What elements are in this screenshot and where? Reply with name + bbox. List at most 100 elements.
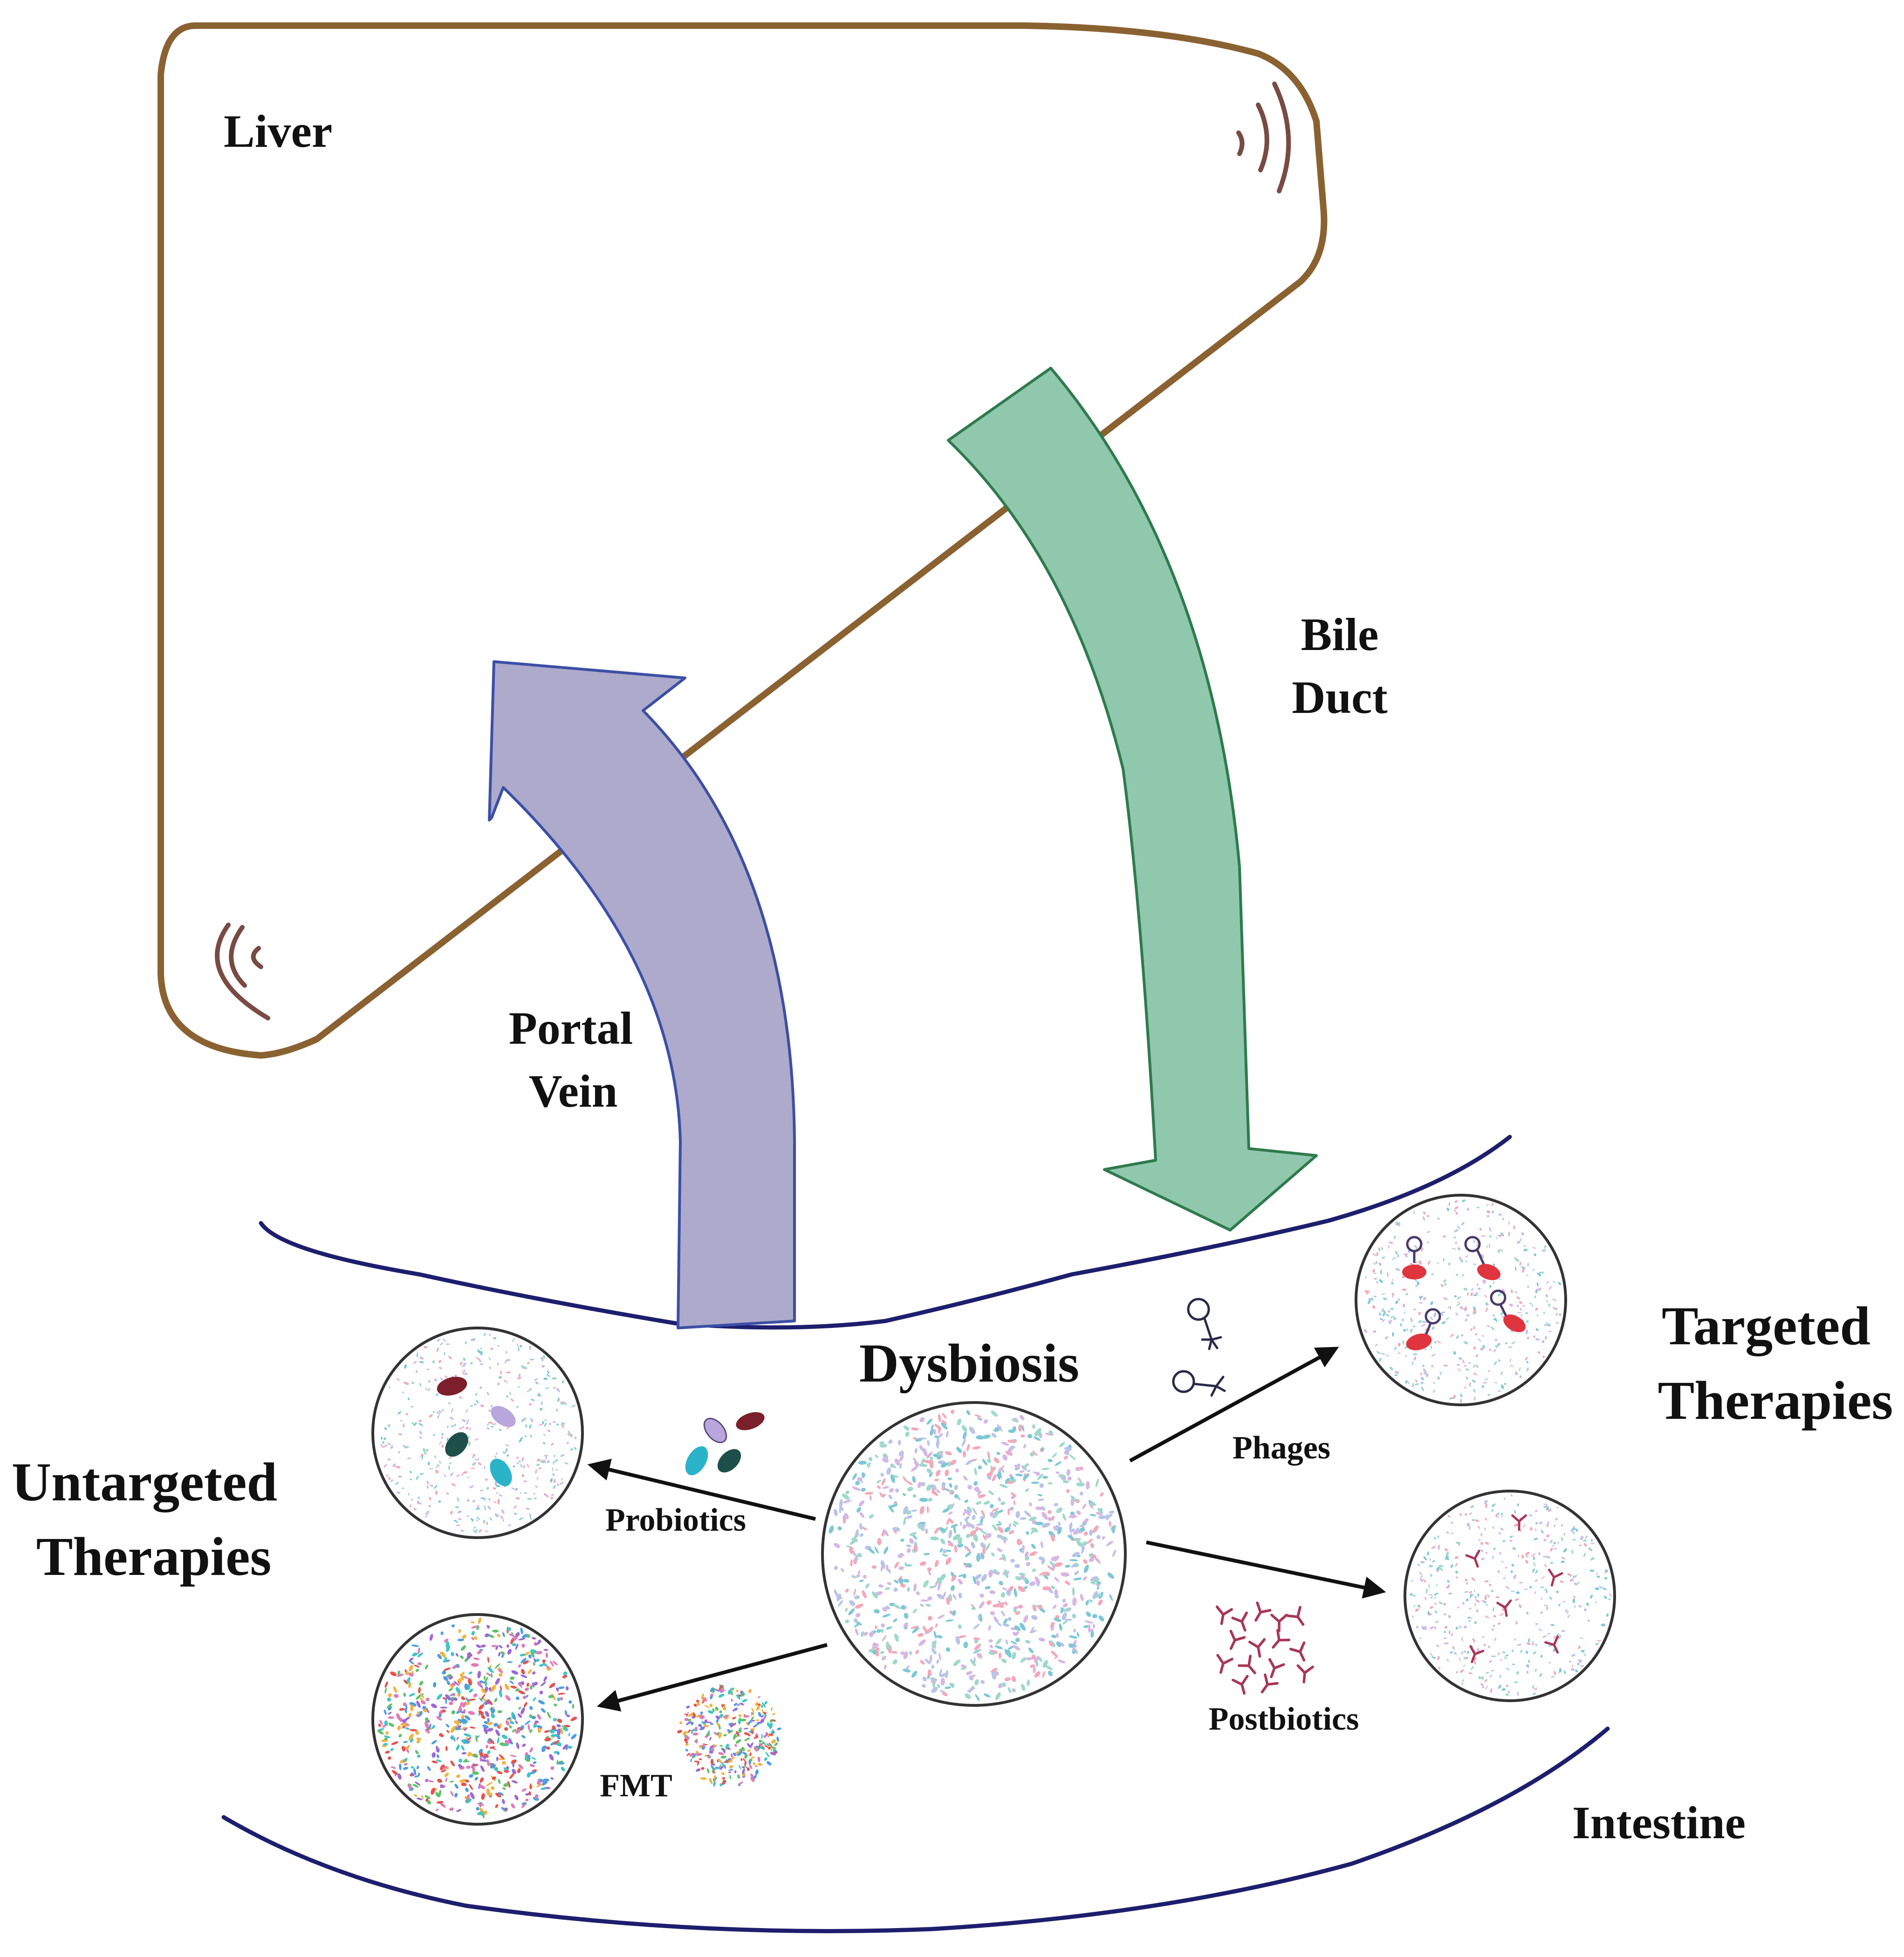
microbe-speck (554, 1455, 555, 1457)
microbe-speck (1023, 1615, 1028, 1623)
microbe-speck (1024, 1551, 1029, 1558)
microbe-speck (1001, 1442, 1009, 1446)
fmt-microbe-speck (384, 1735, 391, 1738)
microbe-speck (923, 1626, 928, 1633)
microbe-speck (1088, 1624, 1091, 1633)
postbiotic-molecule (1260, 1673, 1279, 1694)
microbe-speck (911, 1626, 919, 1629)
microbe-speck (506, 1371, 511, 1374)
microbe-speck (1002, 1553, 1006, 1561)
microbe-speck (515, 1497, 520, 1499)
fmt-microbe-speck (486, 1788, 490, 1795)
microbe-speck (939, 1451, 943, 1458)
microbe-speck (966, 1444, 970, 1451)
microbe-speck (494, 1481, 498, 1486)
microbe-speck (544, 1419, 548, 1421)
microbe-speck (1062, 1612, 1067, 1620)
microbe-speck (995, 1692, 1001, 1700)
fmt-microbe-speck (554, 1729, 560, 1731)
fmt-microbe-speck (403, 1741, 408, 1743)
probiotics-result-circle (371, 1327, 584, 1539)
fmt-microbe-speck (387, 1697, 391, 1702)
fmt-microbe-speck (454, 1720, 461, 1724)
microbe-speck (867, 1462, 870, 1468)
microbe-speck (874, 1454, 878, 1458)
microbe-speck (505, 1448, 508, 1453)
microbe-speck (536, 1459, 540, 1462)
microbe-speck (928, 1571, 931, 1576)
microbe-speck (419, 1472, 424, 1475)
microbe-speck (1002, 1587, 1007, 1590)
fmt-sample-speck (764, 1757, 768, 1761)
fmt-sample-speck (692, 1732, 699, 1736)
microbe-speck (906, 1480, 913, 1485)
microbe-speck (890, 1464, 897, 1468)
fmt-microbe-speck (388, 1693, 392, 1697)
microbe-speck (522, 1366, 527, 1368)
microbe-speck (421, 1455, 424, 1460)
microbe-speck (952, 1534, 960, 1540)
microbe-speck (473, 1526, 476, 1529)
fmt-microbe-speck (476, 1644, 481, 1648)
microbe-speck (933, 1429, 936, 1435)
microbe-speck (952, 1594, 957, 1600)
microbe-speck (1036, 1582, 1040, 1587)
microbe-speck (553, 1461, 555, 1465)
microbe-speck (1062, 1475, 1066, 1481)
microbe-speck (1106, 1514, 1113, 1519)
microbe-speck (1053, 1604, 1057, 1609)
microbe-speck (555, 1469, 558, 1471)
microbe-speck (419, 1356, 424, 1360)
fmt-microbe-speck (495, 1804, 499, 1808)
fmt-sample-speck (723, 1734, 727, 1737)
microbe-speck (974, 1467, 977, 1476)
microbe-speck (958, 1574, 964, 1577)
fmt-sample-speck (699, 1758, 702, 1760)
microbe-speck (936, 1489, 940, 1493)
microbe-speck (1083, 1531, 1088, 1536)
microbe-speck (1058, 1521, 1061, 1526)
microbe-speck (858, 1460, 867, 1465)
fmt-sample-speck (757, 1696, 761, 1698)
microbe-speck (1059, 1623, 1062, 1631)
microbe-speck (419, 1382, 422, 1387)
microbe-speck (955, 1468, 959, 1473)
fmt-microbe-speck (476, 1807, 479, 1811)
microbe-speck (1045, 1433, 1054, 1436)
microbe-speck (946, 1518, 950, 1525)
microbe-speck (945, 1619, 954, 1622)
microbe-speck (865, 1583, 870, 1588)
fmt-sample-speck (734, 1770, 737, 1773)
microbe-speck (382, 1441, 385, 1444)
microbe-speck (418, 1423, 423, 1426)
microbe-speck (390, 1445, 393, 1449)
microbe-speck (1007, 1439, 1016, 1443)
microbe-speck (448, 1465, 450, 1471)
microbe-speck (417, 1496, 420, 1499)
microbe-speck (864, 1492, 874, 1495)
microbe-speck (858, 1500, 865, 1506)
fmt-microbe-speck (498, 1792, 504, 1796)
microbe-speck (440, 1377, 443, 1381)
microbe-speck (529, 1513, 532, 1517)
microbe-speck (883, 1529, 889, 1536)
microbe-speck (964, 1508, 971, 1516)
microbe-speck (1030, 1664, 1035, 1668)
microbe-speck (438, 1360, 441, 1363)
microbe-speck (899, 1455, 904, 1462)
microbe-speck (392, 1465, 396, 1468)
microbe-speck (887, 1581, 892, 1585)
microbe-speck (457, 1497, 459, 1502)
microbe-speck (981, 1510, 985, 1517)
fmt-microbe-speck (461, 1745, 465, 1751)
microbe-speck (978, 1494, 986, 1499)
microbe-speck (859, 1580, 864, 1582)
fmt-microbe-speck (556, 1751, 560, 1755)
fmt-microbe-speck (495, 1729, 500, 1736)
microbe-speck (486, 1423, 490, 1426)
microbe-speck (574, 1447, 577, 1450)
microbe-speck (903, 1669, 911, 1673)
microbe-speck (564, 1462, 569, 1464)
microbe-speck (935, 1470, 941, 1477)
microbe-speck (1032, 1604, 1037, 1612)
